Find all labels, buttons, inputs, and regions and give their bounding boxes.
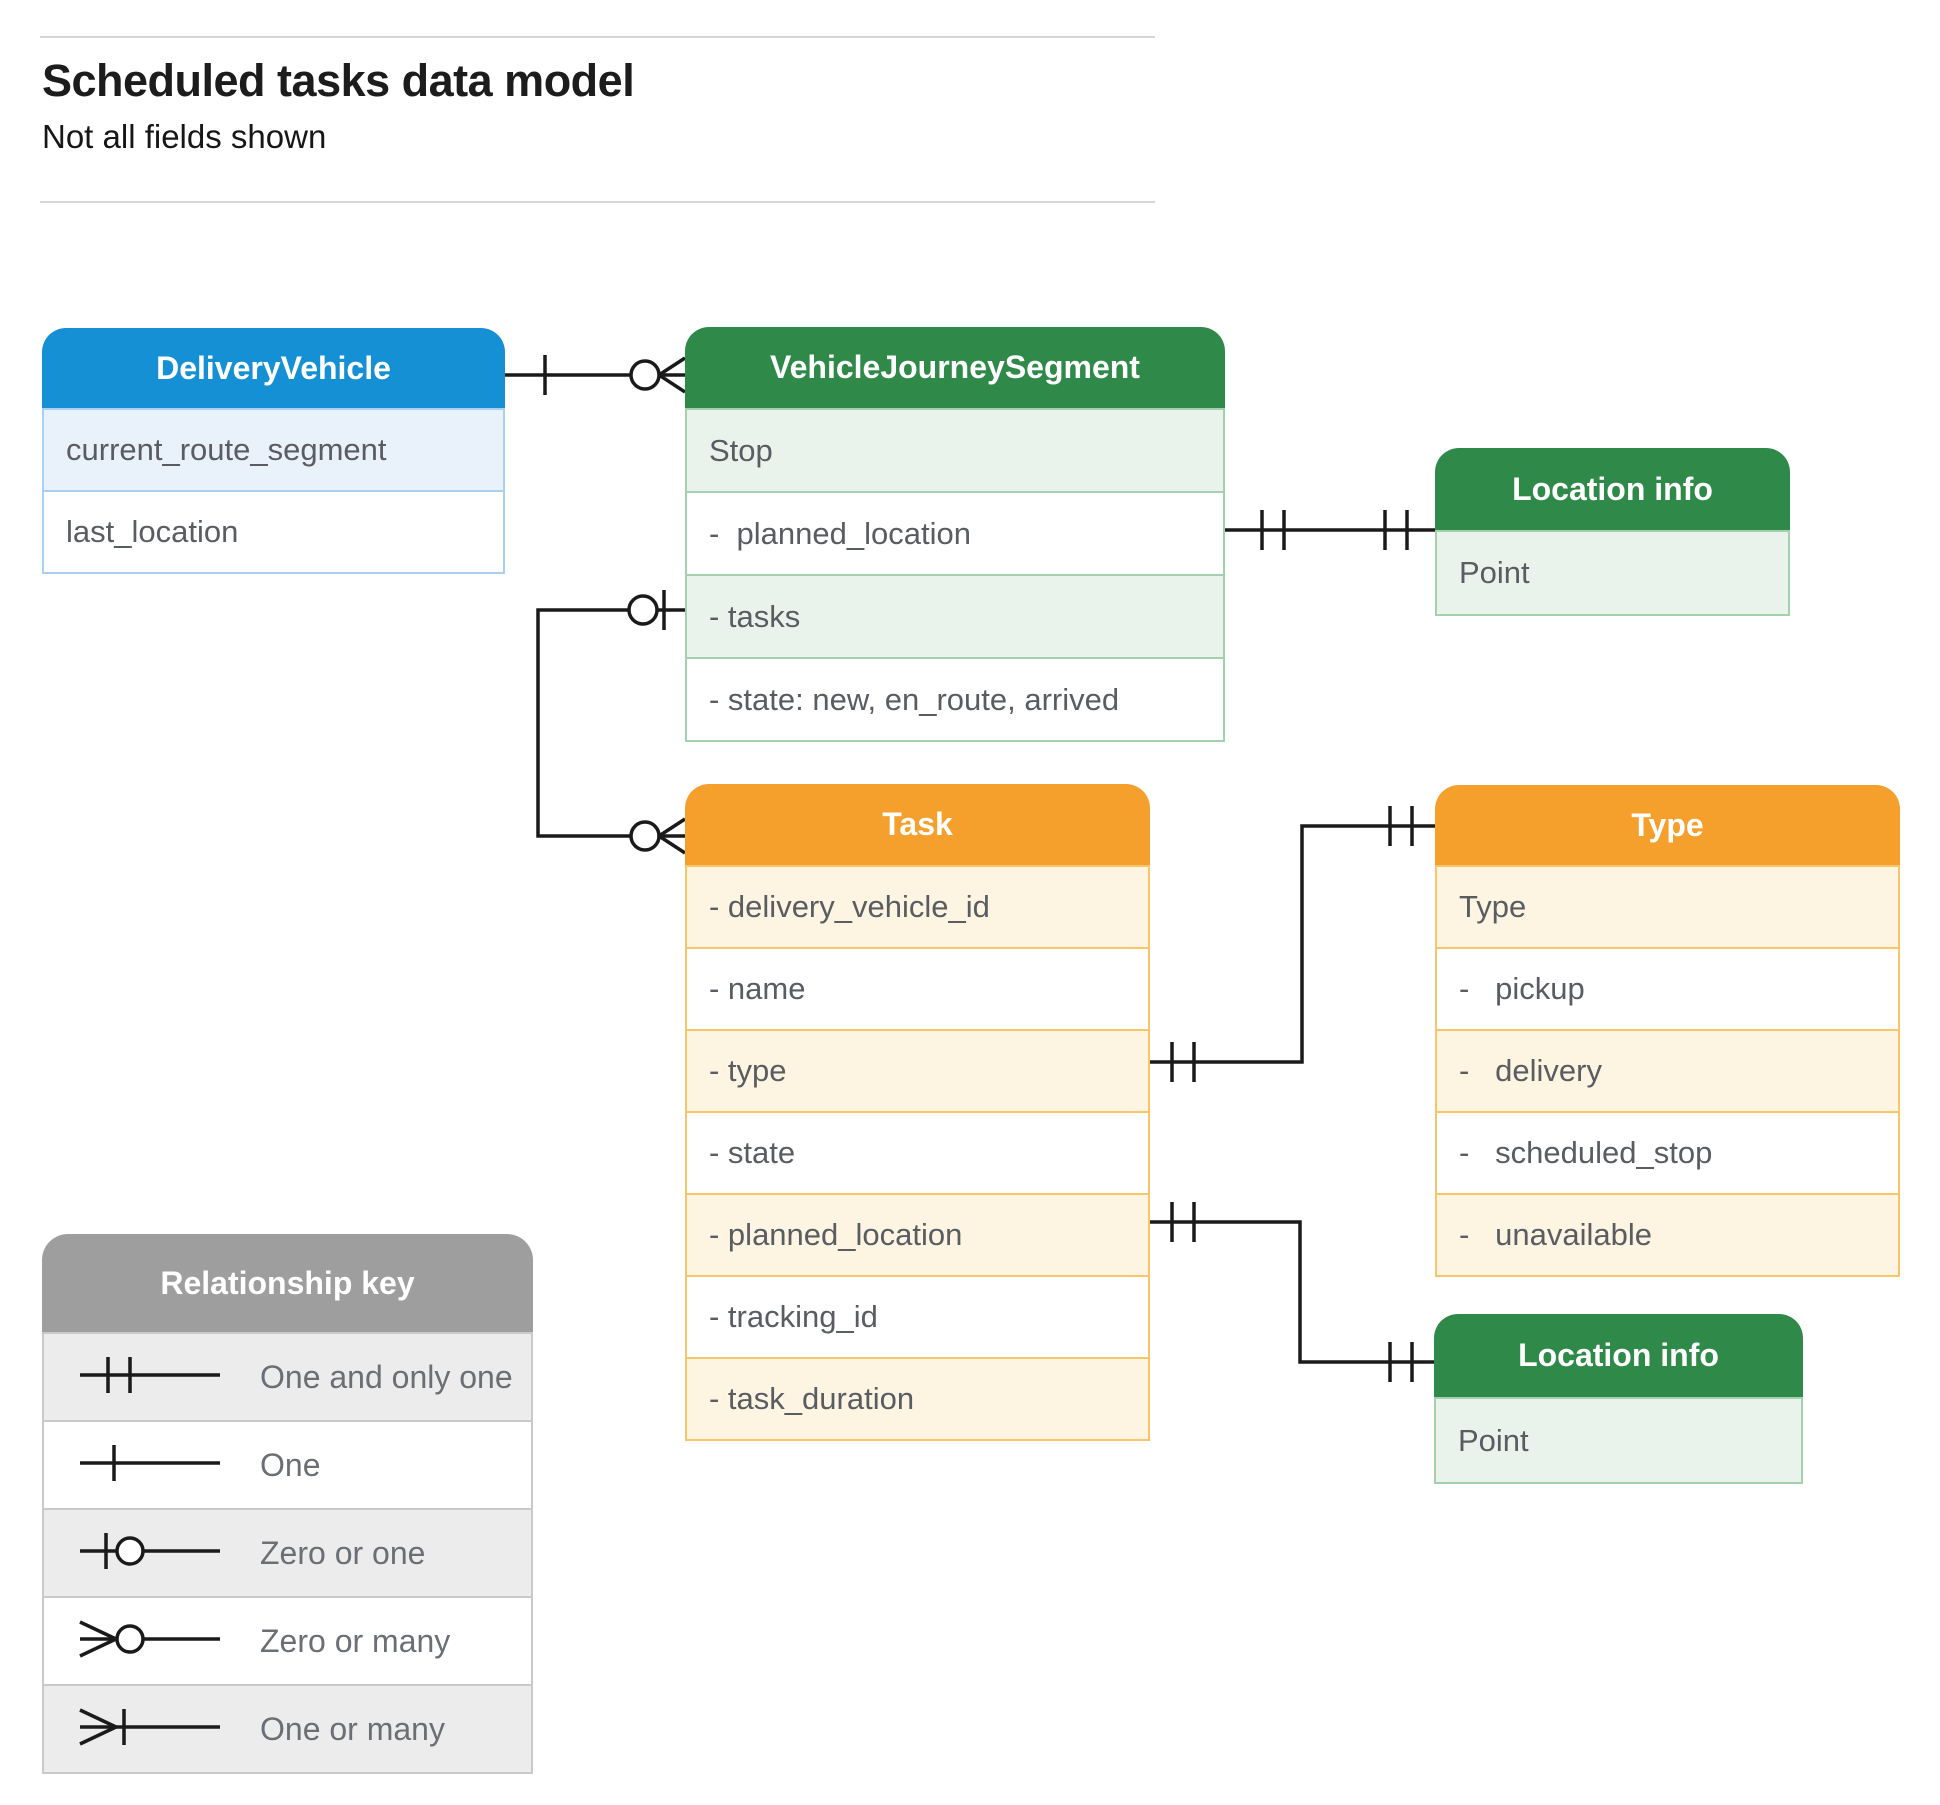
field-label: - name [709,971,806,1006]
relationship-connector-0 [505,355,686,395]
entity-delivery-vehicle-row-1: last_location [44,490,503,572]
top-divider [40,36,1155,38]
entity-task-row-5: - tracking_id [687,1275,1148,1357]
relationship-connector-3 [1150,806,1435,1082]
field-label: current_route_segment [66,432,387,467]
entity-type-row-0: Type [1437,865,1898,947]
entity-type-row-4: - unavailable [1437,1193,1898,1275]
legend-item-zero-or-many: Zero or many [44,1596,531,1684]
entity-task-row-4: - planned_location [687,1193,1148,1275]
entity-task: Task - delivery_vehicle_id - name - type - s… [685,784,1150,1441]
field-label: Type [1459,889,1527,924]
one-icon [62,1435,232,1496]
entity-vehicle-journey-segment-row-1: - planned_location [687,491,1223,574]
entity-task-row-1: - name [687,947,1148,1029]
entity-task-title: Task [685,784,1150,865]
field-label: - delivery [1459,1053,1602,1088]
field-label: - task_duration [709,1381,915,1416]
entity-vehicle-journey-segment-title: VehicleJourneySegment [685,327,1225,408]
legend-item-label: One [260,1446,321,1483]
zero-or-one-icon [62,1523,232,1584]
page-subtitle: Not all fields shown [42,118,327,155]
field-label: - pickup [1459,971,1585,1006]
entity-type-rows: Type - pickup - delivery - scheduled_stop - … [1435,865,1900,1277]
entity-vehicle-journey-segment-row-3: - state: new, en_route, arrived [687,657,1223,740]
field-label: - state [709,1135,796,1170]
entity-location-info-bottom-row-0: Point [1436,1397,1801,1482]
entity-type-row-2: - delivery [1437,1029,1898,1111]
entity-task-row-3: - state [687,1111,1148,1193]
field-label: - planned_location [709,1217,963,1252]
legend-item-label: One or many [260,1710,445,1747]
field-label: - delivery_vehicle_id [709,889,990,924]
entity-type-row-3: - scheduled_stop [1437,1111,1898,1193]
legend-item-zero-or-one: Zero or one [44,1508,531,1596]
zero-or-many-icon [62,1611,232,1672]
entity-location-info-top-title: Location info [1435,448,1790,530]
entity-task-row-0: - delivery_vehicle_id [687,865,1148,947]
field-label: - planned_location [709,515,971,551]
one-and-only-one-icon [62,1347,232,1408]
entity-vehicle-journey-segment-row-0: Stop [687,408,1223,491]
legend-item-label: One and only one [260,1358,513,1395]
field-label: - tasks [709,598,801,634]
field-label: Point [1459,555,1530,590]
field-label: - tracking_id [709,1299,878,1334]
legend-item-label: Zero or many [260,1622,451,1659]
entity-vehicle-journey-segment-rows: Stop - planned_location - tasks - state: ne… [685,408,1225,742]
legend-item-one-and-only-one: One and only one [44,1332,531,1420]
relationship-connector-2 [536,590,686,855]
field-label: last_location [66,514,239,549]
entity-location-info-top-rows: Point [1435,530,1790,616]
entity-task-row-2: - type [687,1029,1148,1111]
relationship-connector-1 [1225,510,1435,550]
field-label: - unavailable [1459,1217,1653,1252]
entity-location-info-bottom-title: Location info [1434,1314,1803,1397]
entity-delivery-vehicle-rows: current_route_segment last_location [42,408,505,574]
entity-delivery-vehicle-row-0: current_route_segment [44,408,503,490]
legend-item-label: Zero or one [260,1534,426,1571]
field-label: - type [709,1053,787,1088]
field-label: Stop [709,432,773,468]
legend-item-one: One [44,1420,531,1508]
entity-vehicle-journey-segment-row-2: - tasks [687,574,1223,657]
entity-type-title: Type [1435,785,1900,865]
legend-item-one-or-many: One or many [44,1684,531,1772]
one-or-many-icon [62,1699,232,1760]
entity-delivery-vehicle-title: DeliveryVehicle [42,328,505,408]
field-label: - state: new, en_route, arrived [709,681,1120,717]
entity-location-info-bottom-rows: Point [1434,1397,1803,1484]
field-label: - scheduled_stop [1459,1135,1713,1170]
page-title: Scheduled tasks data model [42,55,635,106]
entity-location-info-top-row-0: Point [1437,530,1788,614]
entity-type-row-1: - pickup [1437,947,1898,1029]
relationship-connector-4 [1150,1202,1434,1382]
entity-task-row-6: - task_duration [687,1357,1148,1439]
field-label: Point [1458,1422,1529,1458]
relationship-key-title: Relationship key [42,1234,533,1332]
entity-task-rows: - delivery_vehicle_id - name - type - state… [685,865,1150,1441]
header-divider [40,201,1155,203]
